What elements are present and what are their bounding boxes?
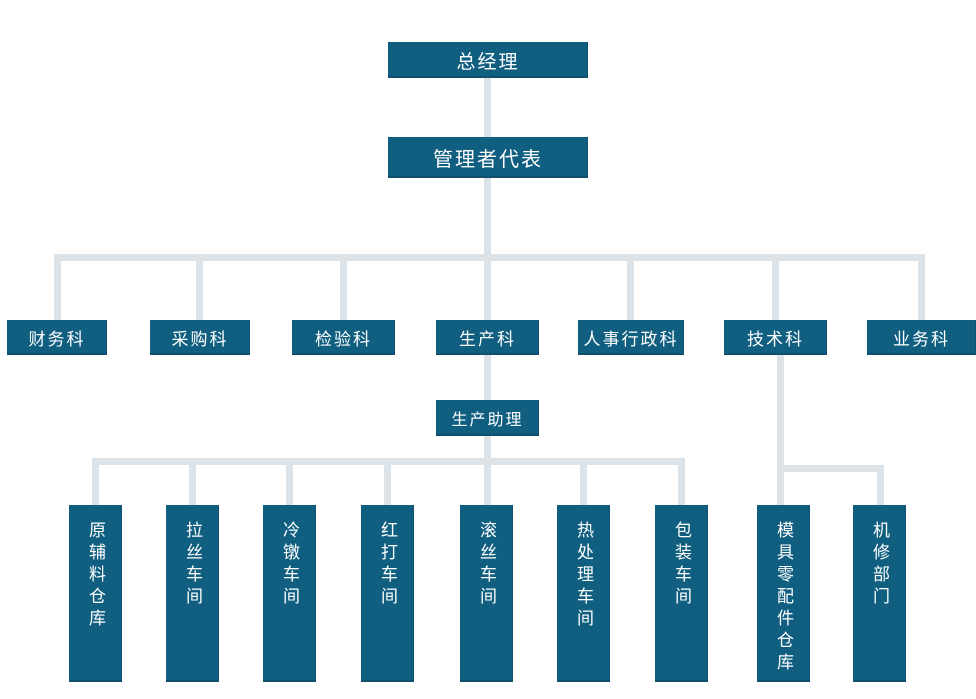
node-technology-dept: 技术科 xyxy=(724,320,827,355)
node-raw-material-warehouse: 原辅料仓库 xyxy=(69,505,122,682)
node-heat-treatment-workshop: 热处理车间 xyxy=(557,505,610,682)
connector-root-to-representative xyxy=(484,78,491,137)
node-label: 包装车间 xyxy=(672,521,691,609)
connector-technology-branch-drop xyxy=(777,355,784,505)
connector-representative-drop xyxy=(484,178,491,320)
connector-drop-machine-repair xyxy=(877,465,884,505)
node-hr-admin-dept: 人事行政科 xyxy=(578,320,684,355)
node-inspection-dept: 检验科 xyxy=(292,320,395,355)
node-machine-repair-dept: 机修部门 xyxy=(853,505,906,682)
node-purchasing-dept: 采购科 xyxy=(150,320,250,355)
node-finance-dept: 财务科 xyxy=(7,320,107,355)
node-cold-heading-workshop: 冷镦车间 xyxy=(263,505,316,682)
connector-drop-packaging xyxy=(678,458,685,505)
connector-departments-bus xyxy=(54,254,925,261)
connector-production-to-assistant xyxy=(484,355,491,400)
node-label: 机修部门 xyxy=(870,521,889,609)
connector-technology-bus xyxy=(777,465,884,472)
node-packaging-workshop: 包装车间 xyxy=(655,505,708,682)
connector-assistant-drop xyxy=(484,436,491,505)
connector-drop-inspection xyxy=(340,254,347,320)
node-label: 拉丝车间 xyxy=(183,521,202,609)
node-label: 红打车间 xyxy=(378,521,397,609)
connector-drop-raw-material-warehouse xyxy=(92,458,99,505)
node-management-representative: 管理者代表 xyxy=(388,137,588,178)
connector-drop-heat-treatment xyxy=(580,458,587,505)
connector-drop-finance xyxy=(54,254,61,320)
connector-drop-cold-heading xyxy=(286,458,293,505)
node-label: 冷镦车间 xyxy=(280,521,299,609)
connector-drop-wire-drawing xyxy=(189,458,196,505)
node-label: 滚丝车间 xyxy=(477,521,496,609)
node-thread-rolling-workshop: 滚丝车间 xyxy=(460,505,513,682)
node-label: 原辅料仓库 xyxy=(86,521,105,631)
node-hot-forging-workshop: 红打车间 xyxy=(361,505,414,682)
connector-drop-technology xyxy=(772,254,779,320)
connector-drop-hr-admin xyxy=(627,254,634,320)
node-label: 模具零配件仓库 xyxy=(774,521,793,675)
connector-drop-purchasing xyxy=(196,254,203,320)
node-general-manager: 总经理 xyxy=(388,42,588,78)
node-production-dept: 生产科 xyxy=(436,320,539,355)
connector-drop-hot-forging xyxy=(384,458,391,505)
node-label: 热处理车间 xyxy=(574,521,593,631)
connector-drop-business xyxy=(918,254,925,320)
node-production-assistant: 生产助理 xyxy=(436,400,539,436)
node-business-dept: 业务科 xyxy=(867,320,976,355)
node-wire-drawing-workshop: 拉丝车间 xyxy=(166,505,219,682)
node-mold-parts-warehouse: 模具零配件仓库 xyxy=(757,505,810,682)
